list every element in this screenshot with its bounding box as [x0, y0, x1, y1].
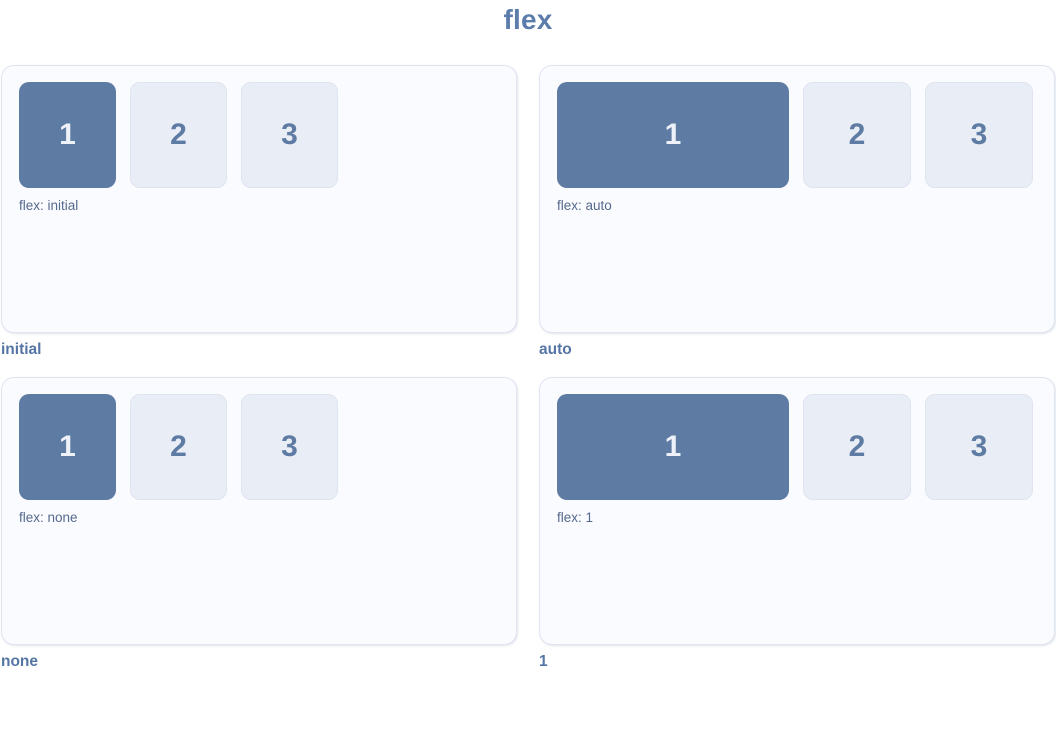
flex-row: 1 2 3: [557, 82, 1037, 188]
flex-box-3: 3: [241, 394, 338, 500]
panel-none: 1 2 3 flex: none: [1, 377, 517, 645]
flex-value-label: flex: 1: [557, 510, 594, 525]
panel-caption: initial: [1, 341, 42, 358]
panel-auto: 1 2 3 flex: auto: [539, 65, 1055, 333]
flex-box-3: 3: [925, 394, 1033, 500]
flex-row: 1 2 3: [557, 394, 1037, 500]
flex-value-label: flex: none: [19, 510, 78, 525]
flex-value-label: flex: initial: [19, 198, 79, 213]
flex-box-1: 1: [19, 82, 116, 188]
demo-grid: 1 2 3 flex: initial initial 1 2 3 flex: …: [0, 65, 1056, 689]
flex-box-2: 2: [130, 82, 227, 188]
flex-row: 1 2 3: [19, 394, 499, 500]
flex-value-label: flex: auto: [557, 198, 612, 213]
flex-box-2: 2: [130, 394, 227, 500]
flex-box-3: 3: [925, 82, 1033, 188]
flex-row: 1 2 3: [19, 82, 499, 188]
panel-initial: 1 2 3 flex: initial: [1, 65, 517, 333]
panel-caption: 1: [539, 653, 548, 670]
demo-cell-auto: 1 2 3 flex: auto auto: [539, 65, 1055, 377]
demo-cell-1: 1 2 3 flex: 1 1: [539, 377, 1055, 689]
flex-box-2: 2: [803, 394, 911, 500]
flex-box-3: 3: [241, 82, 338, 188]
flex-box-1: 1: [557, 82, 789, 188]
panel-1: 1 2 3 flex: 1: [539, 377, 1055, 645]
flex-box-1: 1: [557, 394, 789, 500]
flex-box-1: 1: [19, 394, 116, 500]
panel-caption: auto: [539, 341, 572, 358]
demo-cell-initial: 1 2 3 flex: initial initial: [1, 65, 517, 377]
demo-cell-none: 1 2 3 flex: none none: [1, 377, 517, 689]
panel-caption: none: [1, 653, 39, 670]
page-title: flex: [503, 4, 553, 35]
flex-box-2: 2: [803, 82, 911, 188]
